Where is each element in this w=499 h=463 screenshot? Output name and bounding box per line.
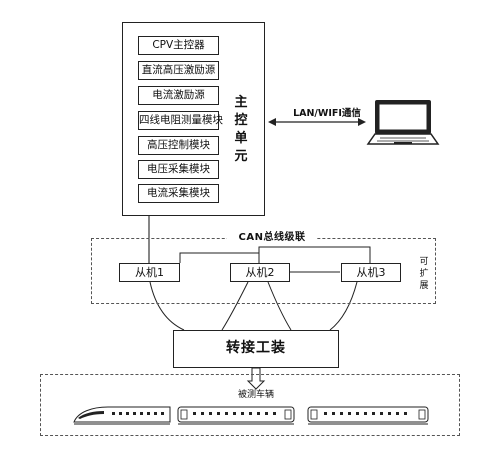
laptop-icon xyxy=(366,100,440,145)
train-tail-car-icon xyxy=(307,406,429,425)
slave-3: 从机3 xyxy=(341,263,401,282)
module-cpv-controller: CPV主控器 xyxy=(138,36,219,55)
train-head-car-icon xyxy=(73,406,171,425)
train-middle-car-icon xyxy=(177,406,295,425)
expandable-label: 可 扩 展 xyxy=(419,257,429,291)
adapter-fixture: 转接工装 xyxy=(173,330,339,368)
slave-2: 从机2 xyxy=(230,263,290,282)
module-voltage-acquisition: 电压采集模块 xyxy=(138,160,219,179)
module-high-voltage-control: 高压控制模块 xyxy=(138,136,219,155)
slave-1: 从机1 xyxy=(119,263,180,282)
module-dc-high-voltage-source: 直流高压激励源 xyxy=(138,61,219,80)
vehicle-region xyxy=(40,374,460,436)
module-current-acquisition: 电流采集模块 xyxy=(138,184,219,203)
module-four-wire-resistance: 四线电阻测量模块 xyxy=(138,111,223,130)
main-unit-label: 主 控 单 元 xyxy=(234,95,248,164)
vehicle-label: 被测车辆 xyxy=(237,390,274,400)
module-current-excitation-source: 电流激励源 xyxy=(138,86,219,105)
can-bus-label: CAN总线级联 xyxy=(227,231,317,245)
lan-wifi-label: LAN/WIFI通信 xyxy=(293,108,361,119)
